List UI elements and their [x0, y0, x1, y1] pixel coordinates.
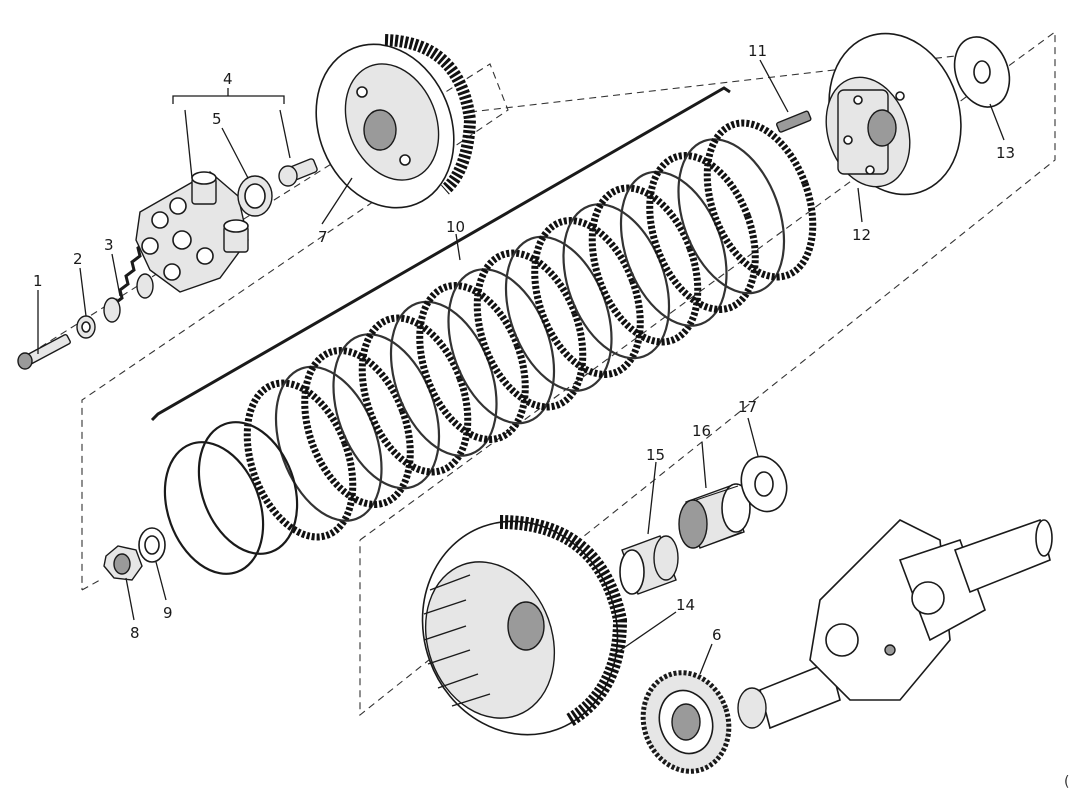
bearing-5: [237, 175, 273, 217]
callout-16: 16: [692, 422, 711, 440]
callout-10: 10: [446, 218, 465, 236]
clutch-plate-stack-10: [243, 119, 817, 541]
callout-2: 2: [73, 250, 83, 268]
callout-11: 11: [748, 42, 767, 60]
callout-3: 3: [104, 236, 114, 254]
friction-plate: [358, 314, 472, 476]
steel-plate: [389, 300, 498, 457]
clutch-housing-7: [315, 34, 477, 209]
steel-plate: [619, 170, 728, 327]
steel-plate: [562, 203, 671, 360]
corner-mark: (: [1064, 774, 1069, 790]
push-stud: [278, 158, 318, 187]
friction-plate: [416, 282, 529, 443]
crankshaft: [737, 518, 1053, 730]
leader-lines: [37, 59, 1005, 675]
callout-12: 12: [852, 226, 871, 244]
steel-plate: [677, 138, 786, 295]
clutch-basket-14: [421, 515, 628, 736]
washer-17: [740, 455, 788, 513]
bushing-15: [619, 535, 679, 595]
clutch-pack-bracket: [150, 86, 731, 422]
group-bracket-4: [172, 88, 291, 179]
washer-9: [138, 527, 166, 563]
pin-11: [776, 110, 812, 133]
clutch-hub-12: [825, 32, 962, 196]
friction-plate: [703, 119, 817, 281]
friction-plate: [531, 217, 644, 378]
nut-8: [103, 545, 143, 581]
steel-plate: [332, 333, 441, 490]
steel-plate: [447, 268, 556, 425]
callout-9: 9: [163, 604, 173, 622]
callout-4: 4: [223, 70, 233, 88]
callout-17: 17: [738, 398, 757, 416]
callout-13: 13: [996, 144, 1015, 162]
friction-plate: [473, 249, 587, 411]
pressure-plate-4: [135, 171, 249, 293]
washer-13: [953, 36, 1011, 108]
callout-6: 6: [712, 626, 722, 644]
callout-15: 15: [646, 446, 665, 464]
steel-plate: [274, 365, 383, 522]
callout-8: 8: [130, 624, 140, 642]
primary-gear-6: [640, 670, 732, 774]
o-rings: [163, 421, 299, 575]
needle-bearing-16: [678, 483, 751, 549]
callout-7: 7: [318, 228, 328, 246]
friction-plate: [588, 184, 702, 346]
callout-labels: 1 2 3 4 5 6 7 8 9 10 11 12 13 14 15 16 1…: [33, 42, 1069, 790]
friction-plate: [243, 379, 357, 541]
spring-3: [103, 240, 154, 323]
callout-1: 1: [33, 272, 43, 290]
callout-5: 5: [212, 110, 222, 128]
steel-plate: [504, 235, 613, 392]
bolt-1: [17, 333, 71, 370]
callout-14: 14: [676, 596, 695, 614]
friction-plate: [301, 347, 414, 508]
friction-plate: [646, 152, 759, 313]
washer-2: [76, 315, 96, 339]
